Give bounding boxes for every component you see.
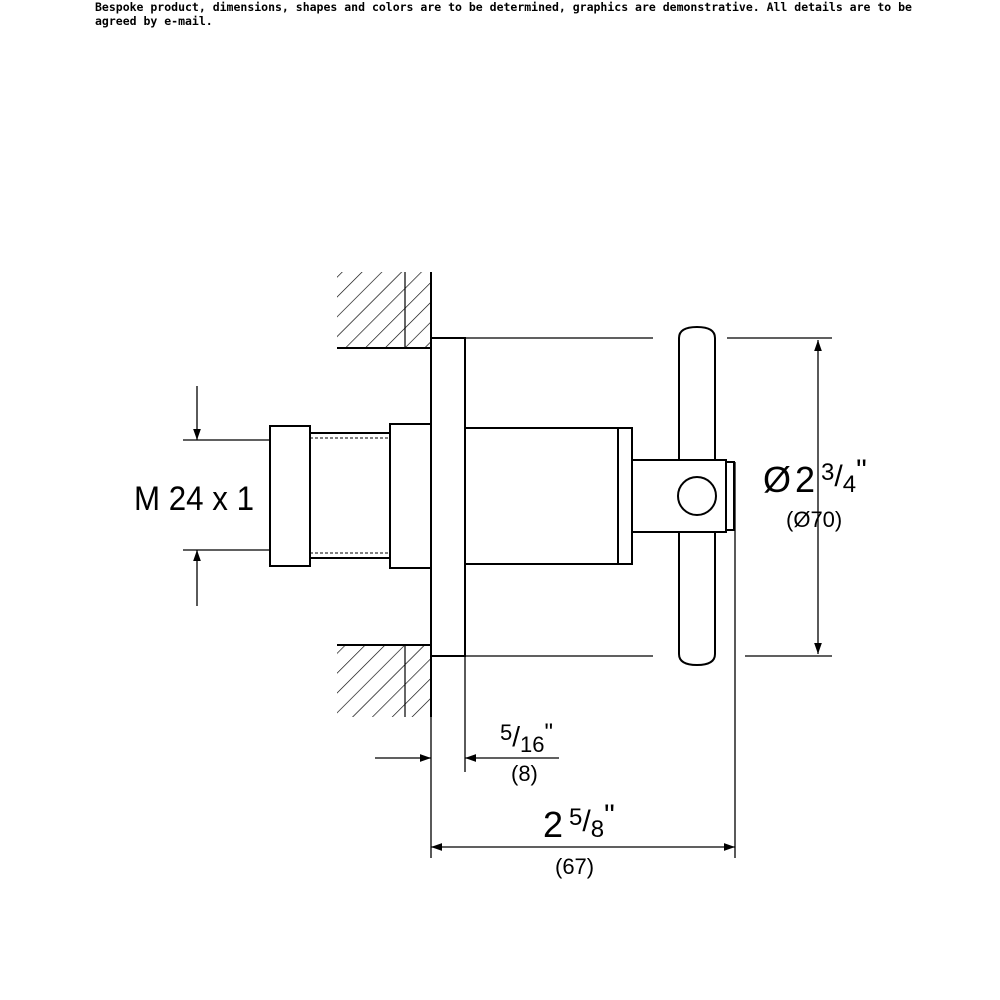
handle-arm-top [678,325,716,460]
depth-metric-label: (8) [511,761,538,786]
wall-section-top [337,272,432,349]
length-numerator: 5 [569,804,582,831]
length-inch: " [604,799,615,832]
diameter-whole: 2 [795,459,815,500]
valve-body [389,423,432,569]
handle-arm-bottom [678,532,716,667]
rosette-plate [430,337,466,657]
depth-label: 5/16" [500,719,553,757]
diameter-denominator: 4 [843,471,856,498]
length-metric-label: (67) [555,854,594,879]
sleeve-ring [617,427,633,565]
diameter-inch: " [856,454,867,487]
thread-nut [269,425,311,567]
length-denominator: 8 [591,816,604,843]
sleeve [464,427,619,565]
depth-numerator: 5 [500,720,512,745]
diameter-numerator: 3 [821,459,834,486]
length-whole: 2 [543,804,563,845]
wall-section-bottom [337,644,432,717]
depth-denominator: 16 [520,732,544,757]
diameter-symbol: Ø [763,459,791,500]
threaded-shaft [310,432,390,559]
handle-end-cap [725,461,735,531]
handle-screw [677,476,717,516]
diameter-metric-label: (Ø70) [786,507,842,532]
disclaimer-text: Bespoke product, dimensions, shapes and … [95,0,912,28]
thread-size-label: M 24 x 1 [134,480,254,518]
depth-inch: " [545,719,554,746]
